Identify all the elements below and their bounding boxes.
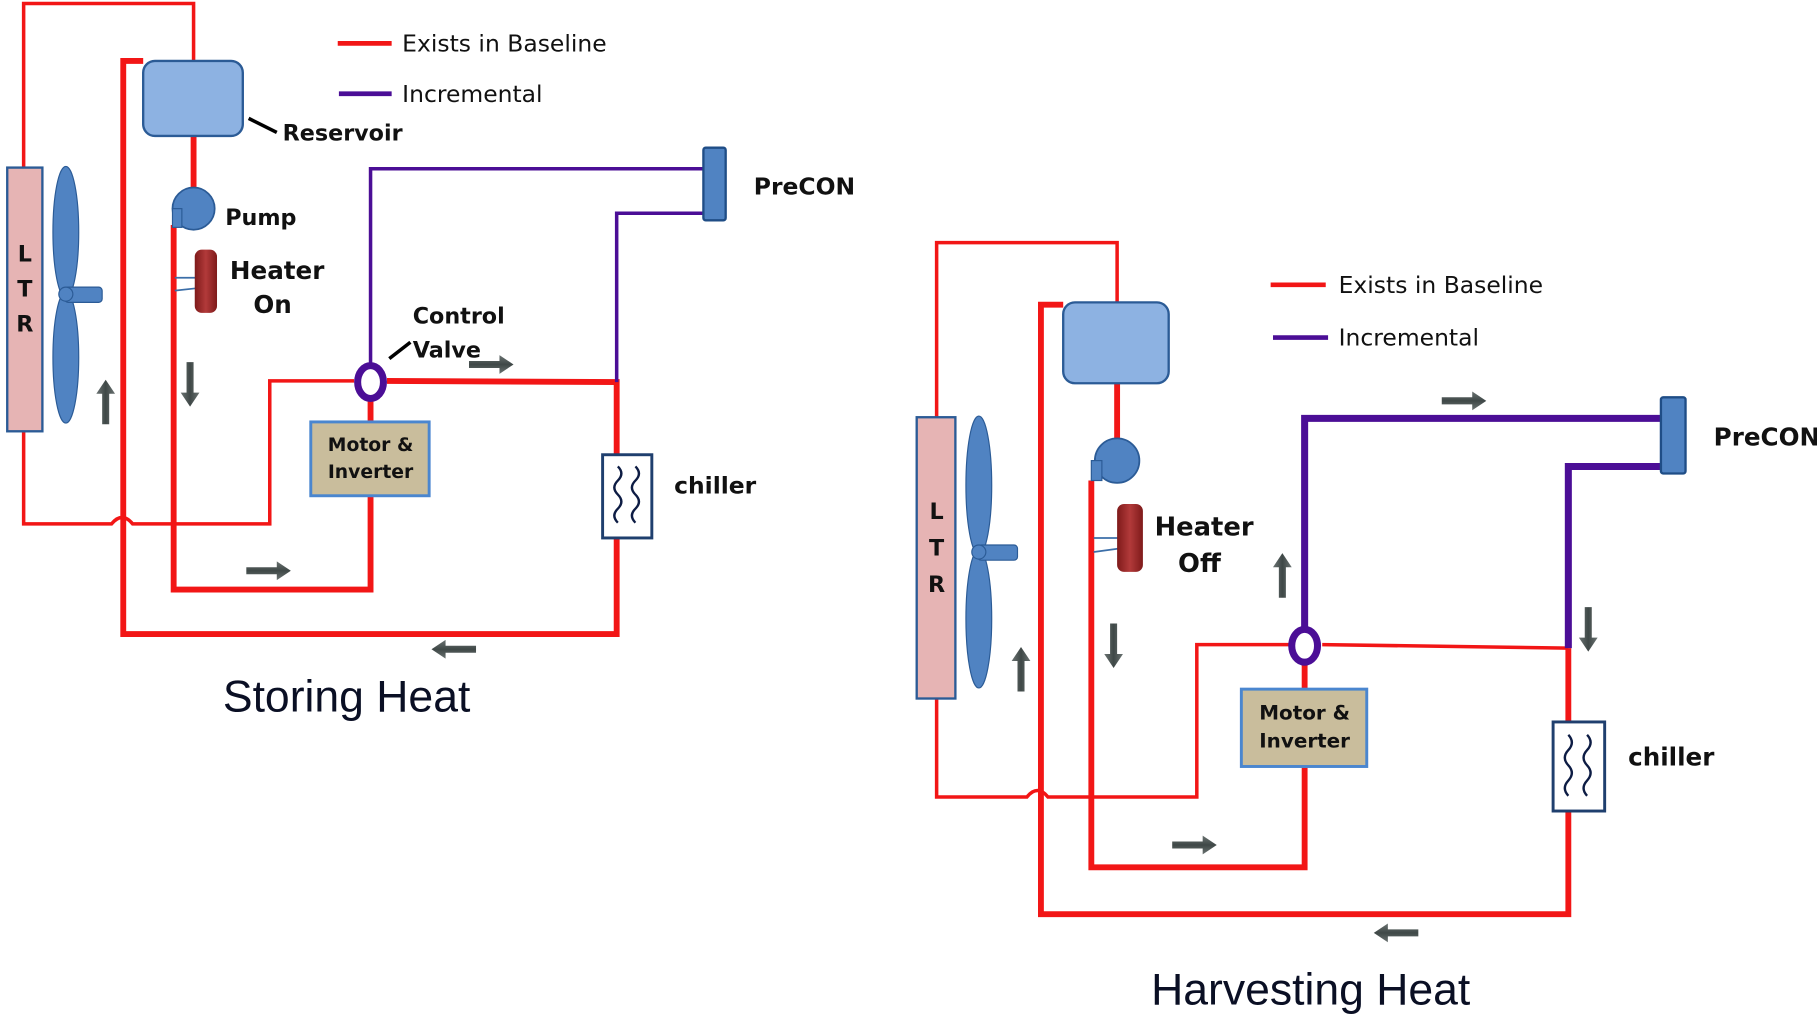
motor-label: Motor & [1259, 702, 1350, 725]
chiller-label: chiller [1628, 742, 1715, 771]
wire-baseline [1322, 642, 1569, 650]
wire-baseline [21, 1, 196, 168]
pump-icon [171, 186, 216, 231]
heater-state: Off [1178, 549, 1222, 579]
wire-baseline [934, 642, 1290, 799]
motor-label: Inverter [328, 462, 414, 483]
reservoir-leader [247, 116, 278, 135]
ltr-letter: R [928, 572, 945, 598]
harvesting-heat-diagram: Exists in Baseline Incremental L T R Hea… [915, 240, 1817, 1014]
flow-arrow-up [1011, 646, 1031, 692]
chiller [601, 453, 654, 540]
heater-state: On [253, 290, 291, 319]
heater-label: Heater [1155, 513, 1254, 543]
reservoir [1062, 301, 1170, 385]
motor-label: Inverter [1259, 730, 1350, 753]
wire-baseline [1088, 480, 1308, 871]
fan-icon [52, 165, 103, 424]
legend-incremental-label: Incremental [402, 80, 542, 108]
precon [1659, 396, 1687, 475]
heater-label: Heater [230, 256, 325, 285]
pump-icon [1090, 437, 1141, 484]
heater-icon [1093, 503, 1143, 572]
ltr-radiator [6, 166, 44, 433]
ltr-letter: T [929, 536, 945, 562]
wire-baseline [934, 240, 1119, 418]
chiller-label: chiller [674, 471, 757, 499]
valve-label: Control [413, 303, 505, 329]
wire-baseline [1038, 301, 1572, 918]
wire-incremental [614, 211, 704, 383]
storing-heat-diagram: Exists in Baseline Incremental L T R Res… [6, 1, 855, 721]
flow-arrow-down [180, 362, 200, 407]
wire-incremental [368, 167, 704, 365]
wire-baseline [170, 225, 374, 593]
legend-baseline-label: Exists in Baseline [402, 30, 606, 58]
legend-baseline-label: Exists in Baseline [1339, 271, 1543, 299]
motor-inverter [1239, 687, 1369, 768]
valve-leader [388, 340, 412, 361]
wire-incremental [1564, 462, 1663, 649]
heater-icon [174, 249, 218, 313]
precon-label: PreCON [1714, 422, 1817, 451]
chiller [1551, 720, 1607, 813]
control-valve [1288, 625, 1322, 666]
flow-arrow-down [1104, 623, 1123, 669]
reservoir [142, 59, 244, 138]
reservoir-label: Reservoir [283, 121, 403, 147]
flow-arrow-up [1272, 553, 1292, 598]
flow-arrow-down [1578, 607, 1598, 652]
legend-incremental-label: Incremental [1339, 324, 1479, 352]
valve-label: Valve [413, 337, 481, 363]
control-valve [354, 362, 387, 402]
precon [702, 146, 727, 222]
motor-inverter [309, 420, 431, 498]
wire-baseline [120, 58, 620, 637]
precon-label: PreCON [754, 173, 855, 201]
wire-incremental [1301, 414, 1663, 629]
fan-icon [965, 415, 1019, 689]
flow-arrow-right [1441, 391, 1487, 411]
motor-label: Motor & [328, 435, 414, 456]
flow-arrow-right [1172, 835, 1217, 855]
ltr-radiator [915, 416, 957, 700]
flow-arrow-right [246, 561, 291, 581]
pump-label: Pump [225, 205, 296, 231]
ltr-letter: L [930, 499, 944, 525]
harvesting-heat-title: Harvesting Heat [1151, 965, 1471, 1014]
storing-heat-title: Storing Heat [223, 672, 471, 721]
flow-arrow-left [431, 639, 477, 659]
ltr-letter: T [17, 277, 33, 303]
flow-arrow-up [96, 379, 116, 425]
flow-arrow-left [1373, 923, 1419, 943]
ltr-letter: L [18, 241, 32, 267]
ltr-letter: R [16, 312, 33, 338]
